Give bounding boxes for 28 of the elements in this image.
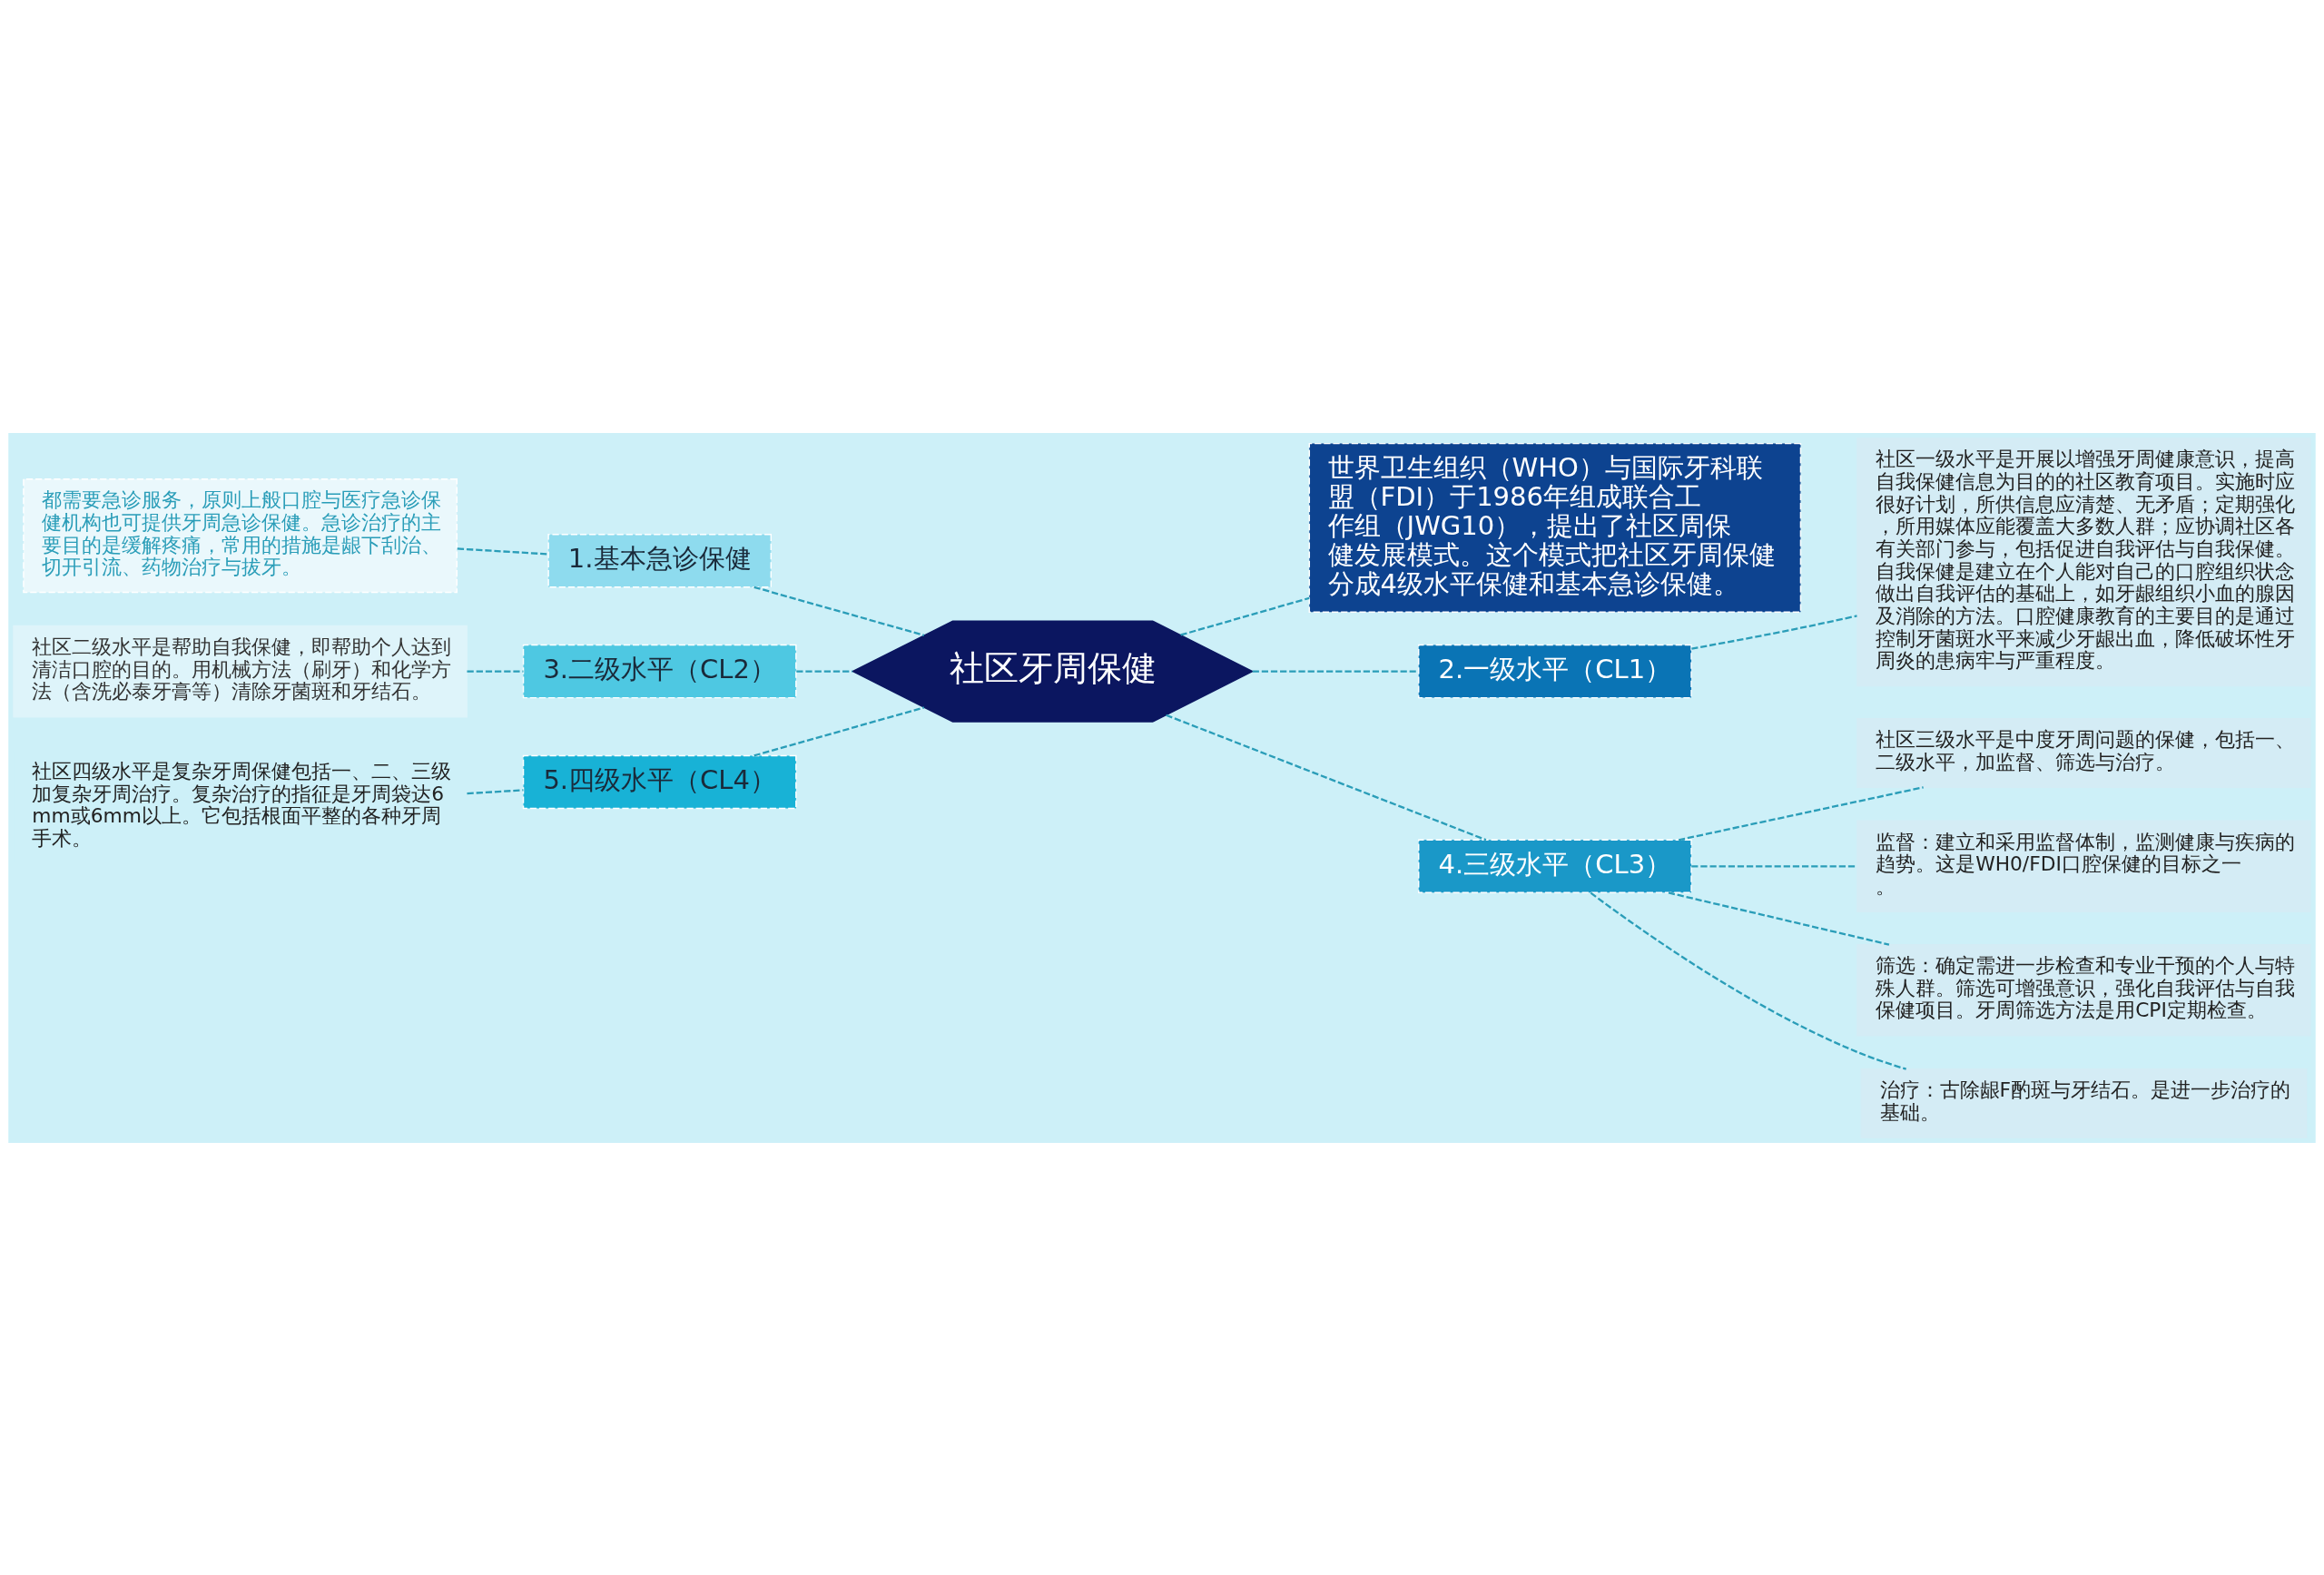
node-box: 社区二级水平是帮助自我保健，即帮助个人达到清洁口腔的目的。用机械方法（刷牙）和化学方法（含洗必泰牙膏等）清除牙菌斑和牙结石。 (13, 625, 468, 717)
connector (1166, 714, 1487, 841)
connector (1252, 669, 1419, 673)
connector (467, 669, 524, 673)
node-box: 治疗：古除龈F酌斑与牙结石。是进一步治疗的基础。 (1860, 1068, 2308, 1138)
connector (1590, 891, 1907, 1070)
connector (1678, 785, 1924, 841)
node-box: 都需要急诊服务，原则上般口腔与医疗急诊保健机构也可提供牙周急诊保健。急诊治疗的主要目的是缓解疼痛，常用的措施是龈下刮治、切开引流、药物治疗与拔牙。 (23, 477, 458, 593)
connector (467, 788, 524, 794)
node-box: 4.三级水平（CL3） (1418, 839, 1692, 893)
node-box: 筛选：确定需进一步检查和专业干预的个人与特殊人群。筛选可增强意识，强化自我评估与自我保健项目。牙周筛选方法是用CPI定期检查。 (1856, 943, 2311, 1036)
connector (1691, 864, 1857, 867)
connector (1691, 614, 1857, 650)
node-box: 1.基本急诊保健 (547, 533, 772, 587)
connector (1180, 596, 1310, 636)
node-box: 社区三级水平是中度牙周问题的保健，包括一、二级水平，加监督、筛选与治疗。 (1856, 717, 2311, 788)
connector (796, 669, 853, 673)
connector (457, 546, 548, 556)
node-box: 世界卫生组织（WHO）与国际牙科联盟（FDI）于1986年组成联合工作组（JWG10），提出了社区周保健发展模式。这个模式把社区牙周保健分成4级水平保健和基本急诊保健。 (1308, 442, 1802, 613)
connector (753, 705, 925, 757)
node-text: 社区四级水平是复杂牙周保健包括一、二、三级加复杂牙周治疗。复杂治疗的指征是牙周袋达6mm或6mm以上。它包括根面平整的各种牙周手术。 (32, 759, 452, 850)
node-box: 3.二级水平（CL2） (522, 644, 797, 698)
node-box: 监督：建立和采用监督体制，监测健康与疾病的趋势。这是WH0/FDI口腔保健的目标之一。 (1856, 820, 2311, 912)
node-box: 5.四级水平（CL4） (522, 754, 797, 809)
node-box: 社区一级水平是开展以增强牙周健康意识，提高自我保健信息为目的的社区教育项目。实施时应很好计划，所供信息应清楚、无矛盾；定期强化，所用媒体应能覆盖大多数人群；应协调社区各有关部门参与，包括促进自我评估与自我保健。自我保健是建立在个人能对自己的口腔组织状念做出自我评估的基础上，如牙龈组织小血的腺因及消除的方法。口腔健康教育的主要目的是通过控制牙菌斑水平来减少牙龈出血，降低破坏性牙周炎的患病牢与严重程度。 (1856, 437, 2311, 686)
node-box: 2.一级水平（CL1） (1418, 644, 1692, 698)
connector (1668, 891, 1890, 946)
connector (753, 586, 925, 636)
